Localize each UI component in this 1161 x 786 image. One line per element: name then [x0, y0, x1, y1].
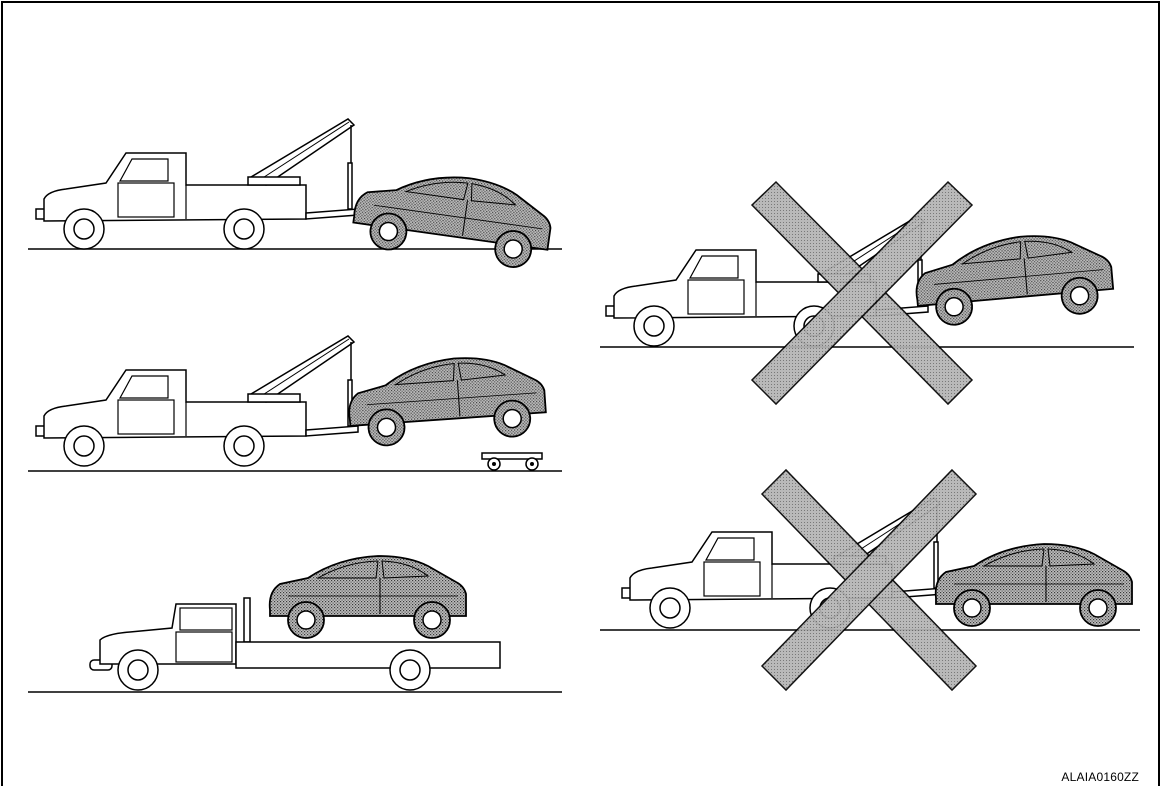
panel-rear-raised-no-dollies — [600, 182, 1134, 404]
figure-id-label: ALAIA0160ZZ — [1061, 770, 1139, 784]
car-icon — [346, 352, 548, 447]
panel-wheel-lift-with-dollies — [28, 336, 562, 471]
car-icon — [270, 556, 466, 638]
panel-wheel-lift-front-raised — [28, 119, 562, 272]
tow-truck-icon — [36, 119, 358, 249]
car-icon — [350, 163, 556, 272]
dolly-icon — [482, 453, 542, 470]
car-icon — [936, 544, 1132, 626]
tow-truck-icon — [36, 336, 358, 466]
panel-all-wheels-on-ground — [600, 470, 1140, 690]
panel-flatbed-transport — [28, 556, 562, 692]
car-icon — [912, 229, 1115, 328]
